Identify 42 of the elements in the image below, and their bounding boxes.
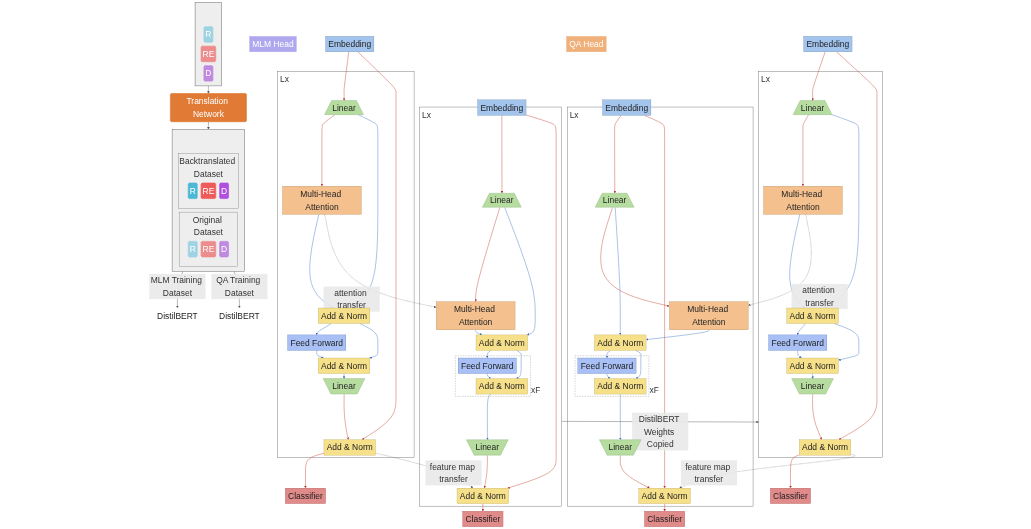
node-label: xF xyxy=(649,385,659,395)
node-box: Embedding xyxy=(803,36,852,52)
node-box: Add & Norm xyxy=(638,488,691,504)
node-box: Add & Norm xyxy=(456,488,509,504)
node-box: Multi-Head Attention xyxy=(668,301,748,330)
node-box: Feed Forward xyxy=(287,334,346,351)
cluster xyxy=(171,129,245,272)
node-box: Classifier xyxy=(462,511,503,527)
node-box: Add & Norm xyxy=(317,307,370,324)
node-box: Add & Norm xyxy=(475,378,528,395)
node-box: QA Head xyxy=(565,36,606,52)
node-box: Classifier xyxy=(284,488,326,504)
node-box: Add & Norm xyxy=(786,357,839,374)
node-box: Add & Norm xyxy=(798,439,851,456)
node-box: Embedding xyxy=(601,99,651,116)
node-box: Feed Forward xyxy=(577,357,636,374)
node-box: Add & Norm xyxy=(323,439,376,456)
node-label: xF xyxy=(530,385,540,395)
edge-label: feature map transfer xyxy=(429,461,475,484)
node-box: Add & Norm xyxy=(786,307,839,324)
edge-label: feature map transfer xyxy=(684,461,730,484)
edge-label: DistilBERT Weights Copied xyxy=(638,414,679,449)
edge-label: MLM Training Dataset xyxy=(150,275,202,298)
node-box: Add & Norm xyxy=(475,334,528,351)
node-box: Multi-Head Attention xyxy=(762,186,843,215)
cluster xyxy=(194,2,222,87)
node-box: Multi-Head Attention xyxy=(281,186,362,215)
node-text: DistilBERT xyxy=(218,311,260,321)
node-box: Classifier xyxy=(643,511,685,527)
node-box: Embedding xyxy=(324,36,374,52)
node-box: Feed Forward xyxy=(768,334,827,351)
node-text: DistilBERT xyxy=(156,311,198,321)
node-box: Multi-Head Attention xyxy=(435,301,515,330)
edge-label: QA Training Dataset xyxy=(215,275,260,298)
node-box: Embedding xyxy=(477,99,526,116)
node-box: Add & Norm xyxy=(593,334,646,351)
node-box: Feed Forward xyxy=(457,357,517,374)
node-box: Add & Norm xyxy=(317,357,370,374)
edge-label: attention transfer xyxy=(801,285,835,308)
node-box: Add & Norm xyxy=(593,378,646,395)
node-box: MLM Head xyxy=(248,36,297,52)
node-box: Classifier xyxy=(769,488,811,504)
